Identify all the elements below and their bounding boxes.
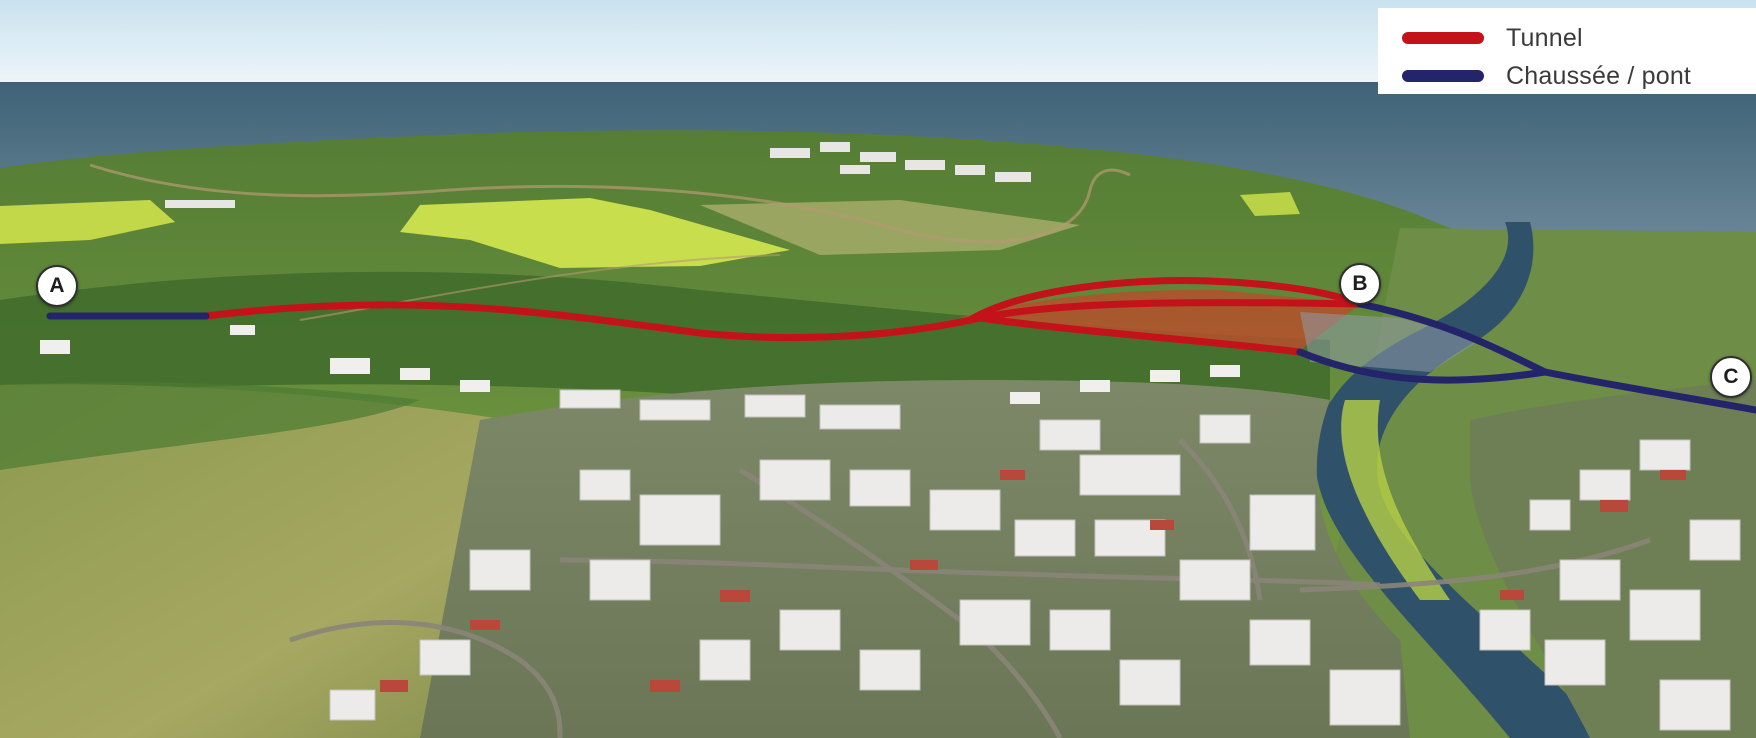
- hillside-houses: [40, 325, 1240, 404]
- legend-item-road-bridge: Chaussée / pont: [1402, 60, 1691, 92]
- river-bank: [1341, 400, 1450, 600]
- point-c-marker: C: [1710, 356, 1752, 398]
- tunnel-route: [202, 277, 1364, 356]
- left-slope-forest: [0, 382, 420, 470]
- point-b-marker: B: [1339, 263, 1381, 305]
- town-buildings: [329, 389, 1741, 731]
- road-bridge-swatch: [1402, 70, 1484, 82]
- legend-label-tunnel: Tunnel: [1506, 23, 1583, 52]
- yellow-field-left: [0, 200, 175, 244]
- plateau-road-2: [299, 254, 781, 321]
- town-streets: [289, 438, 1651, 738]
- yellow-field-right: [1240, 192, 1300, 216]
- map-legend: Tunnel Chaussée / pont: [1378, 8, 1756, 94]
- point-a-marker: A: [36, 265, 78, 307]
- legend-item-tunnel: Tunnel: [1402, 22, 1583, 54]
- road-bridge-route: [46, 300, 1756, 414]
- plateau-road: [89, 163, 1131, 244]
- tunnel-swatch: [1402, 32, 1484, 44]
- interchange-area: [1300, 312, 1480, 372]
- yellow-field-center: [400, 198, 790, 268]
- legend-label-road-bridge: Chaussée / pont: [1506, 61, 1692, 90]
- plateau-village: [165, 142, 1031, 208]
- roof-accents: [380, 470, 1686, 692]
